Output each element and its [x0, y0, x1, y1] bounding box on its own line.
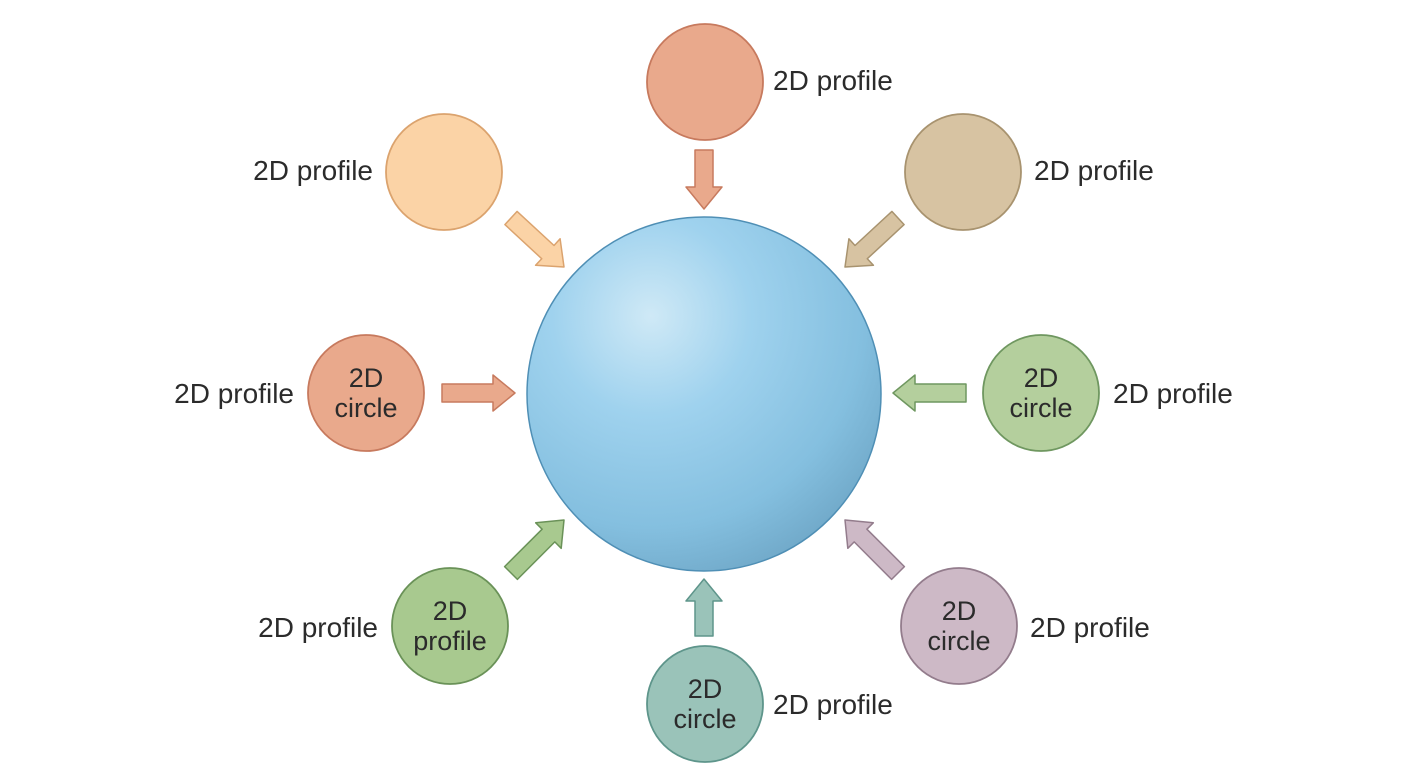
node-circle-top	[646, 23, 764, 141]
node-circle-bottom	[646, 645, 764, 763]
node-inner-text: profile	[413, 626, 487, 656]
node-top-left: 2D profile	[253, 113, 503, 231]
node-label: 2D profile	[773, 65, 893, 96]
arrow-bottom-left	[503, 519, 565, 581]
arrows-layer	[441, 149, 967, 637]
node-circle-top-left	[385, 113, 503, 231]
arrow-left	[441, 374, 516, 412]
node-inner-text: circle	[927, 626, 990, 656]
node-circle-bottom-right	[900, 567, 1018, 685]
arrow-bottom	[685, 578, 723, 637]
node-label: 2D profile	[1113, 378, 1233, 409]
node-label: 2D profile	[258, 612, 378, 643]
node-inner-text: 2D	[1024, 363, 1059, 393]
node-inner-text: 2D	[433, 596, 468, 626]
arrow-top	[685, 149, 723, 210]
node-circle-bottom-left	[391, 567, 509, 685]
node-circle-top-right	[904, 113, 1022, 231]
node-label: 2D profile	[1030, 612, 1150, 643]
node-label: 2D profile	[1034, 155, 1154, 186]
arrow-top-left	[504, 210, 565, 268]
node-top: 2D profile	[646, 23, 893, 141]
node-inner-text: circle	[673, 704, 736, 734]
node-label: 2D profile	[773, 689, 893, 720]
node-label: 2D profile	[174, 378, 294, 409]
node-top-right: 2D profile	[904, 113, 1154, 231]
arrow-top-right	[844, 210, 905, 268]
arrow-bottom-right	[844, 519, 906, 581]
node-inner-text: circle	[1009, 393, 1072, 423]
arrow-right	[892, 374, 967, 412]
node-inner-text: 2D	[688, 674, 723, 704]
central-sphere	[526, 216, 882, 572]
node-inner-text: circle	[334, 393, 397, 423]
node-inner-text: 2D	[942, 596, 977, 626]
node-label: 2D profile	[253, 155, 373, 186]
node-circle-right	[982, 334, 1100, 452]
node-inner-text: 2D	[349, 363, 384, 393]
node-circle-left	[307, 334, 425, 452]
